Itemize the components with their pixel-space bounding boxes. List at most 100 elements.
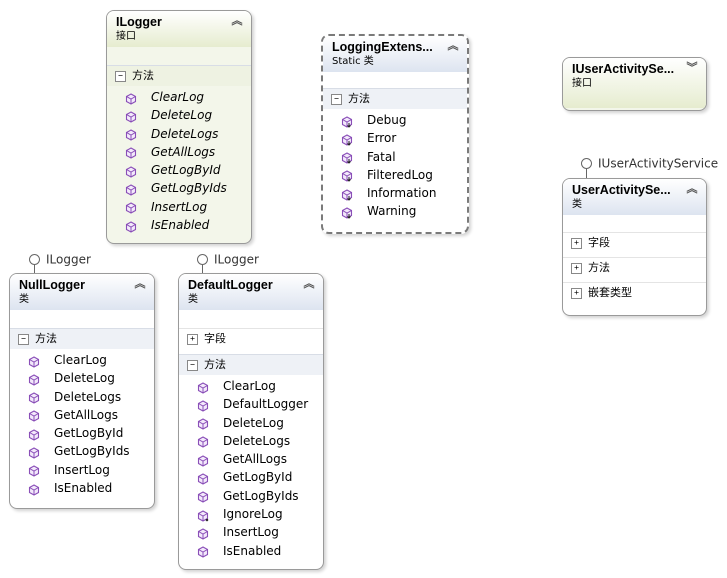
defaultlogger-methods-section[interactable]: −方法 bbox=[179, 354, 323, 375]
useractivity-nested-types-section[interactable]: +嵌套类型 bbox=[563, 282, 706, 303]
ilogger-kind: 接口 bbox=[116, 31, 136, 42]
method-icon bbox=[197, 473, 209, 485]
method-item[interactable]: ClearLog bbox=[107, 88, 251, 106]
collapse-icon[interactable]: − bbox=[18, 333, 29, 345]
method-item[interactable]: DeleteLog bbox=[179, 414, 323, 432]
method-item[interactable]: DeleteLog bbox=[10, 369, 154, 387]
extension-method-icon bbox=[341, 115, 353, 128]
extension-method-icon bbox=[341, 189, 353, 201]
logging-extensions-header[interactable]: LoggingExtens... Static 类 ︽ bbox=[323, 36, 467, 72]
collapse-icon[interactable]: − bbox=[331, 93, 342, 105]
section-label: 字段 bbox=[588, 236, 610, 249]
method-name: IsEnabled bbox=[151, 218, 210, 233]
method-item[interactable]: Error bbox=[323, 129, 467, 147]
section-label: 方法 bbox=[35, 332, 57, 345]
section-label: 方法 bbox=[132, 69, 154, 82]
method-name: Error bbox=[367, 131, 397, 146]
collapse-icon[interactable]: − bbox=[187, 359, 198, 371]
method-item[interactable]: Debug bbox=[323, 111, 467, 129]
method-item[interactable]: InsertLog bbox=[107, 198, 251, 216]
method-name: InsertLog bbox=[54, 462, 110, 477]
method-item[interactable]: ClearLog bbox=[179, 377, 323, 395]
iuseractivity-header[interactable]: IUserActivitySe... 接口 ︾ bbox=[563, 58, 706, 108]
useractivity-kind: 类 bbox=[572, 199, 582, 210]
expand-icon[interactable]: + bbox=[571, 262, 582, 274]
method-item[interactable]: InsertLog bbox=[179, 523, 323, 541]
method-item[interactable]: Fatal bbox=[323, 148, 467, 166]
chevron-up-icon[interactable]: ︽ bbox=[686, 182, 698, 195]
useractivity-methods-section[interactable]: +方法 bbox=[563, 257, 706, 278]
extension-method-icon bbox=[341, 207, 353, 219]
useractivity-header[interactable]: UserActivitySe... 类 ︽ bbox=[563, 179, 706, 215]
defaultlogger-header[interactable]: DefaultLogger 类 ︽ bbox=[179, 274, 323, 310]
method-item[interactable]: GetAllLogs bbox=[107, 143, 251, 161]
method-item[interactable]: DefaultLogger bbox=[179, 395, 323, 413]
method-item[interactable]: DeleteLog bbox=[107, 106, 251, 124]
method-name: GetLogByIds bbox=[223, 488, 299, 503]
method-icon bbox=[197, 418, 209, 430]
method-name: ClearLog bbox=[223, 379, 276, 393]
useractivity-fields-section[interactable]: + 字段 bbox=[563, 232, 706, 253]
method-item[interactable]: IsEnabled bbox=[107, 216, 251, 234]
method-item[interactable]: ClearLog bbox=[10, 351, 154, 369]
method-item[interactable]: GetLogById bbox=[10, 424, 154, 442]
method-item[interactable]: InsertLog bbox=[10, 461, 154, 479]
iuseractivity-title: IUserActivitySe... bbox=[572, 62, 675, 76]
expand-icon[interactable]: + bbox=[187, 333, 198, 345]
method-item[interactable]: Warning bbox=[323, 202, 467, 220]
iuseractivity-kind: 接口 bbox=[572, 78, 592, 89]
logging-extensions-methods-section[interactable]: −方法 bbox=[323, 88, 467, 109]
method-icon bbox=[28, 392, 40, 404]
chevron-up-icon[interactable]: ︽ bbox=[231, 14, 243, 27]
method-icon bbox=[197, 436, 209, 449]
method-name: GetLogByIds bbox=[151, 181, 227, 196]
nulllogger-header[interactable]: NullLogger 类 ︽ bbox=[10, 274, 154, 310]
nulllogger-methods-section[interactable]: −方法 bbox=[10, 328, 154, 349]
chevron-up-icon[interactable]: ︽ bbox=[134, 277, 146, 290]
collapse-icon[interactable]: − bbox=[115, 70, 126, 82]
method-item[interactable]: DeleteLogs bbox=[179, 432, 323, 450]
chevron-up-icon[interactable]: ︽ bbox=[447, 39, 459, 52]
method-name: Information bbox=[367, 186, 437, 201]
method-icon bbox=[125, 147, 137, 160]
method-item[interactable]: GetAllLogs bbox=[10, 406, 154, 424]
chevron-down-icon[interactable]: ︾ bbox=[686, 61, 698, 74]
method-item[interactable]: IgnoreLog bbox=[179, 505, 323, 523]
useractivity-title: UserActivitySe... bbox=[572, 183, 671, 197]
ilogger-methods-section[interactable]: −方法 bbox=[107, 65, 251, 86]
iuseractivity-interface-box[interactable]: IUserActivitySe... 接口 ︾ bbox=[562, 57, 707, 111]
chevron-up-icon[interactable]: ︽ bbox=[303, 277, 315, 290]
method-name: DeleteLogs bbox=[223, 433, 291, 448]
section-label: 方法 bbox=[204, 358, 226, 371]
expand-icon[interactable]: + bbox=[571, 237, 582, 249]
method-icon bbox=[125, 220, 137, 233]
method-name: InsertLog bbox=[223, 525, 279, 540]
method-name: DeleteLogs bbox=[54, 389, 122, 404]
method-item[interactable]: GetLogByIds bbox=[107, 179, 251, 197]
method-name: InsertLog bbox=[151, 199, 208, 214]
method-icon bbox=[197, 528, 209, 540]
method-item[interactable]: IsEnabled bbox=[10, 479, 154, 497]
method-name: FilteredLog bbox=[367, 167, 433, 182]
method-item[interactable]: GetLogById bbox=[179, 468, 323, 486]
method-item[interactable]: GetLogByIds bbox=[179, 487, 323, 505]
method-item[interactable]: Information bbox=[323, 184, 467, 202]
method-item[interactable]: DeleteLogs bbox=[10, 388, 154, 406]
expand-icon[interactable]: + bbox=[571, 287, 582, 299]
method-name: DefaultLogger bbox=[223, 397, 309, 412]
useractivity-class-box[interactable]: UserActivitySe... 类 ︽ + 字段 +方法 +嵌套类型 bbox=[562, 178, 707, 316]
method-item[interactable]: GetLogById bbox=[107, 161, 251, 179]
defaultlogger-fields-section[interactable]: +字段 bbox=[179, 328, 323, 349]
method-item[interactable]: FilteredLog bbox=[323, 166, 467, 184]
method-item[interactable]: DeleteLogs bbox=[107, 125, 251, 143]
method-item[interactable]: GetLogByIds bbox=[10, 442, 154, 460]
method-item[interactable]: IsEnabled bbox=[179, 542, 323, 560]
method-item[interactable]: GetAllLogs bbox=[179, 450, 323, 468]
method-name: IgnoreLog bbox=[223, 507, 283, 522]
ilogger-header[interactable]: ILogger 接口 ︽ bbox=[107, 11, 251, 47]
